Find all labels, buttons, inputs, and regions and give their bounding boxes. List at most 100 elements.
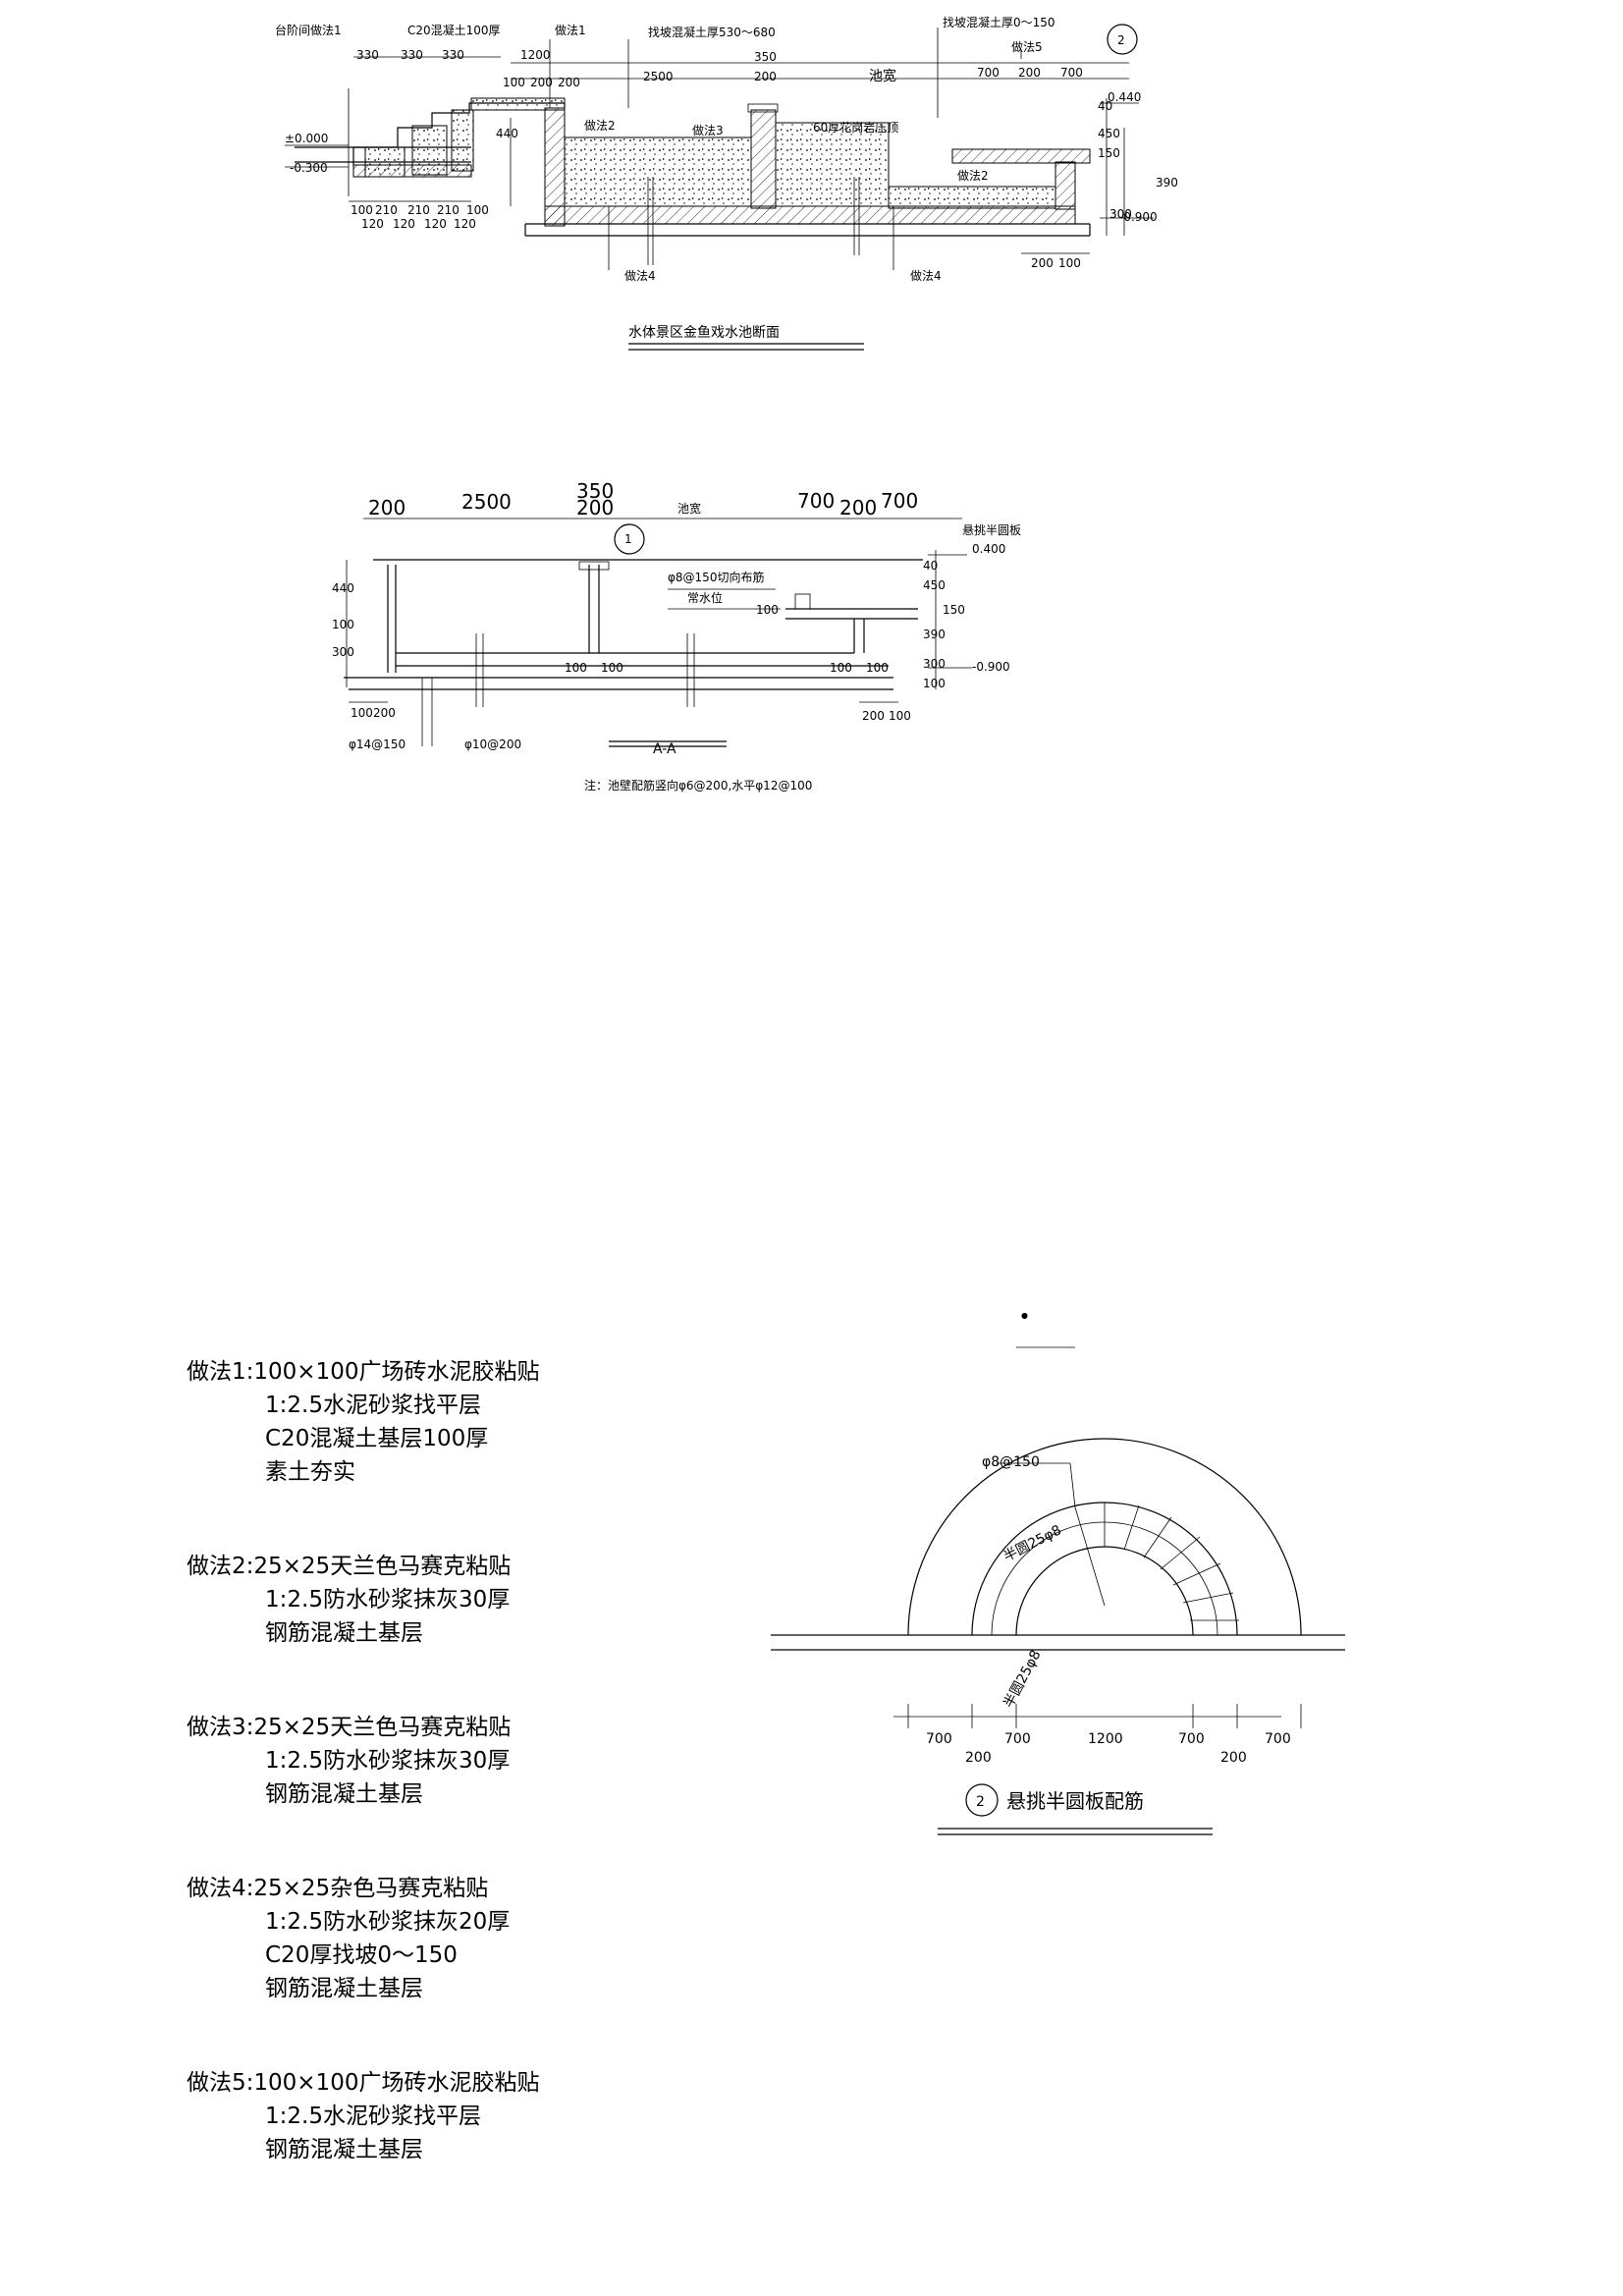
aa-dim-v440: 440 [332, 581, 354, 595]
aa-dim-v390: 390 [923, 628, 946, 641]
dim-700a: 700 [977, 66, 1000, 80]
aa-dim-b100c: 100 [830, 661, 852, 675]
pool-section-labels: 台阶间做法1 C20混凝土100厚 做法1 找坡混凝土厚530～680 找坡混凝… [275, 15, 1178, 341]
note-method4: 做法4:25×25杂色马赛克粘贴 1:2.5防水砂浆抹灰20厚 C20厚找坡0～… [187, 1872, 736, 2005]
dim-r200: 200 [1031, 256, 1054, 270]
dim-330b: 330 [401, 48, 423, 62]
note-line: 钢筋混凝土基层 [265, 1620, 423, 1646]
note-line: 25×25天兰色马赛克粘贴 [253, 1554, 512, 1579]
section1-title: 水体景区金鱼戏水池断面 [628, 324, 780, 341]
semi-label-inner: 半圆25φ8 [1001, 1648, 1044, 1711]
aa-dim-br100: 100 [889, 709, 911, 723]
semicircle-rebar-drawing: ● [771, 1311, 1345, 1835]
dim-v150: 150 [1098, 146, 1120, 160]
aa-dim-700b: 700 [881, 489, 918, 513]
label-step-method: 台阶间做法1 [275, 23, 342, 37]
method-notes: 做法1:100×100广场砖水泥胶粘贴 1:2.5水泥砂浆找平层 C20混凝土基… [187, 1355, 736, 2227]
aa-dim-700: 700 [797, 489, 835, 513]
dim-b210c: 210 [437, 203, 460, 217]
dim-2500: 2500 [643, 70, 674, 83]
dim-b120a: 120 [361, 217, 384, 231]
note-line: 1:2.5水泥砂浆找平层 [265, 1393, 481, 1418]
elev-000: ±0.000 [285, 132, 328, 145]
dim-b210b: 210 [407, 203, 430, 217]
dim-v390: 390 [1156, 176, 1178, 190]
aa-pool-width: 池宽 [677, 501, 701, 516]
dim-v300: 300 [1109, 207, 1132, 221]
semi-dim-200b: 200 [1220, 1750, 1247, 1766]
semi-dim-700b: 700 [1004, 1731, 1031, 1747]
tiny-stamp: ● [1021, 1311, 1028, 1320]
note-method2: 做法2:25×25天兰色马赛克粘贴 1:2.5防水砂浆抹灰30厚 钢筋混凝土基层 [187, 1550, 736, 1650]
dim-b100: 100 [351, 203, 373, 217]
circle-marker-1: 1 [624, 532, 632, 546]
aa-section-drawing [344, 518, 972, 747]
aa-section-labels: 200 2500 350 200 池宽 700 200 700 1 悬挑半圆板 … [332, 479, 1021, 793]
label-pool-width: 池宽 [869, 68, 896, 84]
aa-label-water-level: 常水位 [687, 590, 723, 605]
aa-dim-200c: 200 [839, 496, 877, 519]
semi-dim-1200: 1200 [1088, 1731, 1123, 1747]
aa-note: 注：池壁配筋竖向φ6@200,水平φ12@100 [584, 778, 812, 793]
aa-dim-br200: 200 [862, 709, 885, 723]
note-title: 做法2: [187, 1554, 254, 1579]
dim-1200: 1200 [520, 48, 551, 62]
aa-dim-bl200: 200 [373, 706, 396, 720]
note-line: 100×100广场砖水泥胶粘贴 [253, 1359, 540, 1385]
dim-200b: 200 [558, 76, 580, 89]
aa-dim-b100b: 100 [601, 661, 623, 675]
dim-200c: 200 [754, 70, 777, 83]
note-line: 100×100广场砖水泥胶粘贴 [253, 2070, 540, 2096]
aa-dim-v450: 450 [923, 578, 946, 592]
dim-100: 100 [503, 76, 525, 89]
dim-v440: 440 [496, 127, 518, 140]
dim-200d: 200 [1018, 66, 1041, 80]
label-method5: 做法5 [1011, 39, 1043, 54]
semi-dim-700a: 700 [926, 1731, 952, 1747]
note-line: C20混凝土基层100厚 [265, 1426, 489, 1451]
pool-section-drawing [285, 24, 1154, 351]
label-c20: C20混凝土100厚 [407, 23, 501, 37]
note-line: 1:2.5水泥砂浆找平层 [265, 2104, 481, 2129]
dim-r100: 100 [1058, 256, 1081, 270]
dim-b100b: 100 [466, 203, 489, 217]
note-title: 做法3: [187, 1715, 254, 1740]
elev-m300: -0.300 [290, 161, 328, 175]
dim-v40: 40 [1098, 99, 1112, 113]
dim-350: 350 [754, 50, 777, 64]
aa-dim-200b: 200 [576, 496, 614, 519]
aa-dim-v300b: 300 [923, 657, 946, 671]
aa-dim-v150: 150 [943, 603, 965, 617]
note-line: 1:2.5防水砂浆抹灰30厚 [265, 1748, 511, 1774]
dim-b210a: 210 [375, 203, 398, 217]
note-method3: 做法3:25×25天兰色马赛克粘贴 1:2.5防水砂浆抹灰30厚 钢筋混凝土基层 [187, 1711, 736, 1811]
aa-dim-v300: 300 [332, 645, 354, 659]
semi-dim-700d: 700 [1265, 1731, 1291, 1747]
dim-b120c: 120 [424, 217, 447, 231]
label-method4a: 做法4 [624, 268, 656, 283]
aa-dim-v100c: 100 [923, 677, 946, 690]
aa-dim-b100a: 100 [565, 661, 587, 675]
circle-marker-2: 2 [1117, 33, 1125, 47]
note-line: 1:2.5防水砂浆抹灰30厚 [265, 1587, 511, 1613]
label-method2a: 做法2 [584, 118, 616, 133]
note-line: 钢筋混凝土基层 [265, 1976, 423, 2001]
aa-dim-350: 350 [576, 479, 614, 503]
aa-dim-b100d: 100 [866, 661, 889, 675]
semi-circle-marker: 2 [976, 1794, 985, 1810]
semi-label-outer: 半圆25φ8 [1001, 1522, 1064, 1564]
aa-label-rebar14: φ14@150 [349, 738, 406, 751]
dim-200a: 200 [530, 76, 553, 89]
dim-330a: 330 [356, 48, 379, 62]
note-title: 做法1: [187, 1359, 254, 1385]
dim-v450: 450 [1098, 127, 1120, 140]
note-title: 做法4: [187, 1876, 254, 1901]
aa-elev-m900: -0.900 [972, 660, 1010, 674]
label-method1: 做法1 [555, 23, 586, 37]
label-slope-fill: 找坡混凝土厚530～680 [648, 25, 776, 39]
aa-elev-0400: 0.400 [972, 542, 1005, 556]
aa-dim-v100: 100 [332, 618, 354, 631]
aa-dim-v40: 40 [923, 559, 938, 573]
aa-dim-bl100: 100 [351, 706, 373, 720]
